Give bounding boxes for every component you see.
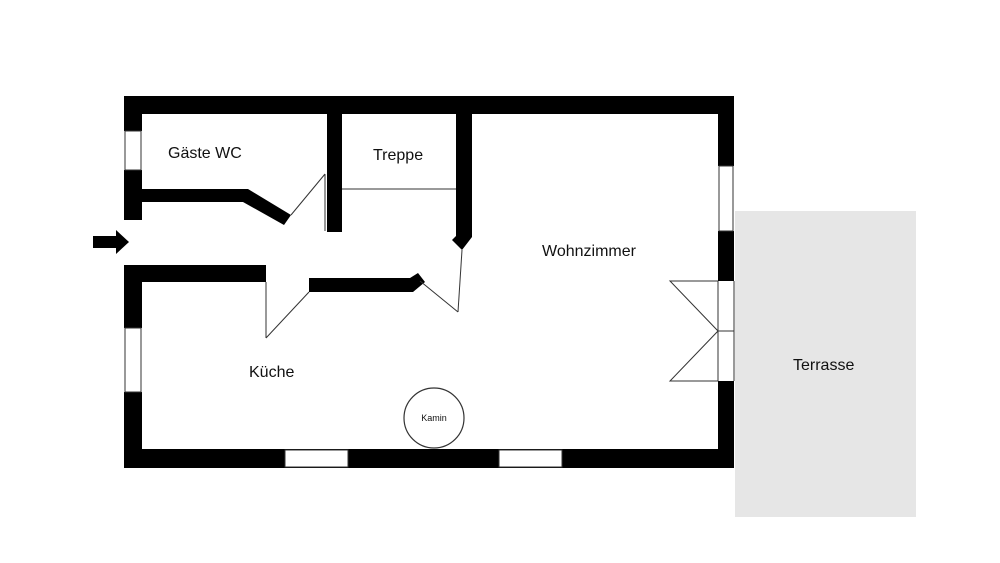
room-label-kitchen: Küche bbox=[249, 364, 294, 381]
room-label-stairs: Treppe bbox=[373, 147, 423, 164]
wall-left-4 bbox=[124, 392, 142, 468]
wall-right-2 bbox=[718, 231, 734, 281]
wall-left-2 bbox=[124, 170, 142, 220]
fixture-label-fireplace: Kamin bbox=[421, 413, 447, 423]
window-right-living bbox=[718, 165, 734, 232]
room-label-living-room: Wohnzimmer bbox=[542, 243, 637, 260]
wall-wc-stairs bbox=[327, 114, 342, 232]
wall-kitchen-top-right bbox=[309, 273, 425, 292]
terrace-area bbox=[735, 211, 916, 517]
wall-stairs-living bbox=[452, 114, 472, 250]
fireplace-circle bbox=[403, 387, 465, 449]
window-bottom-2 bbox=[498, 449, 563, 468]
wall-bottom bbox=[124, 449, 734, 468]
windows bbox=[124, 130, 734, 468]
wall-right-1 bbox=[718, 96, 734, 166]
wall-top bbox=[124, 96, 734, 114]
interior-walls bbox=[142, 114, 472, 292]
outer-walls bbox=[124, 96, 734, 468]
wall-left-3 bbox=[124, 265, 142, 328]
entrance-arrow-icon bbox=[93, 230, 129, 254]
room-label-guest-wc: Gäste WC bbox=[168, 145, 242, 162]
window-left-wc bbox=[124, 130, 142, 171]
wall-wc-bottom bbox=[142, 189, 291, 225]
window-left-kitchen bbox=[124, 327, 142, 393]
window-bottom-1 bbox=[284, 449, 349, 468]
wall-kitchen-top-left bbox=[142, 265, 266, 282]
patio-door bbox=[668, 280, 735, 382]
wall-right-3 bbox=[718, 381, 734, 468]
interior-doors bbox=[265, 173, 463, 339]
room-label-terrace: Terrasse bbox=[793, 357, 854, 374]
wall-left-1 bbox=[124, 96, 142, 131]
